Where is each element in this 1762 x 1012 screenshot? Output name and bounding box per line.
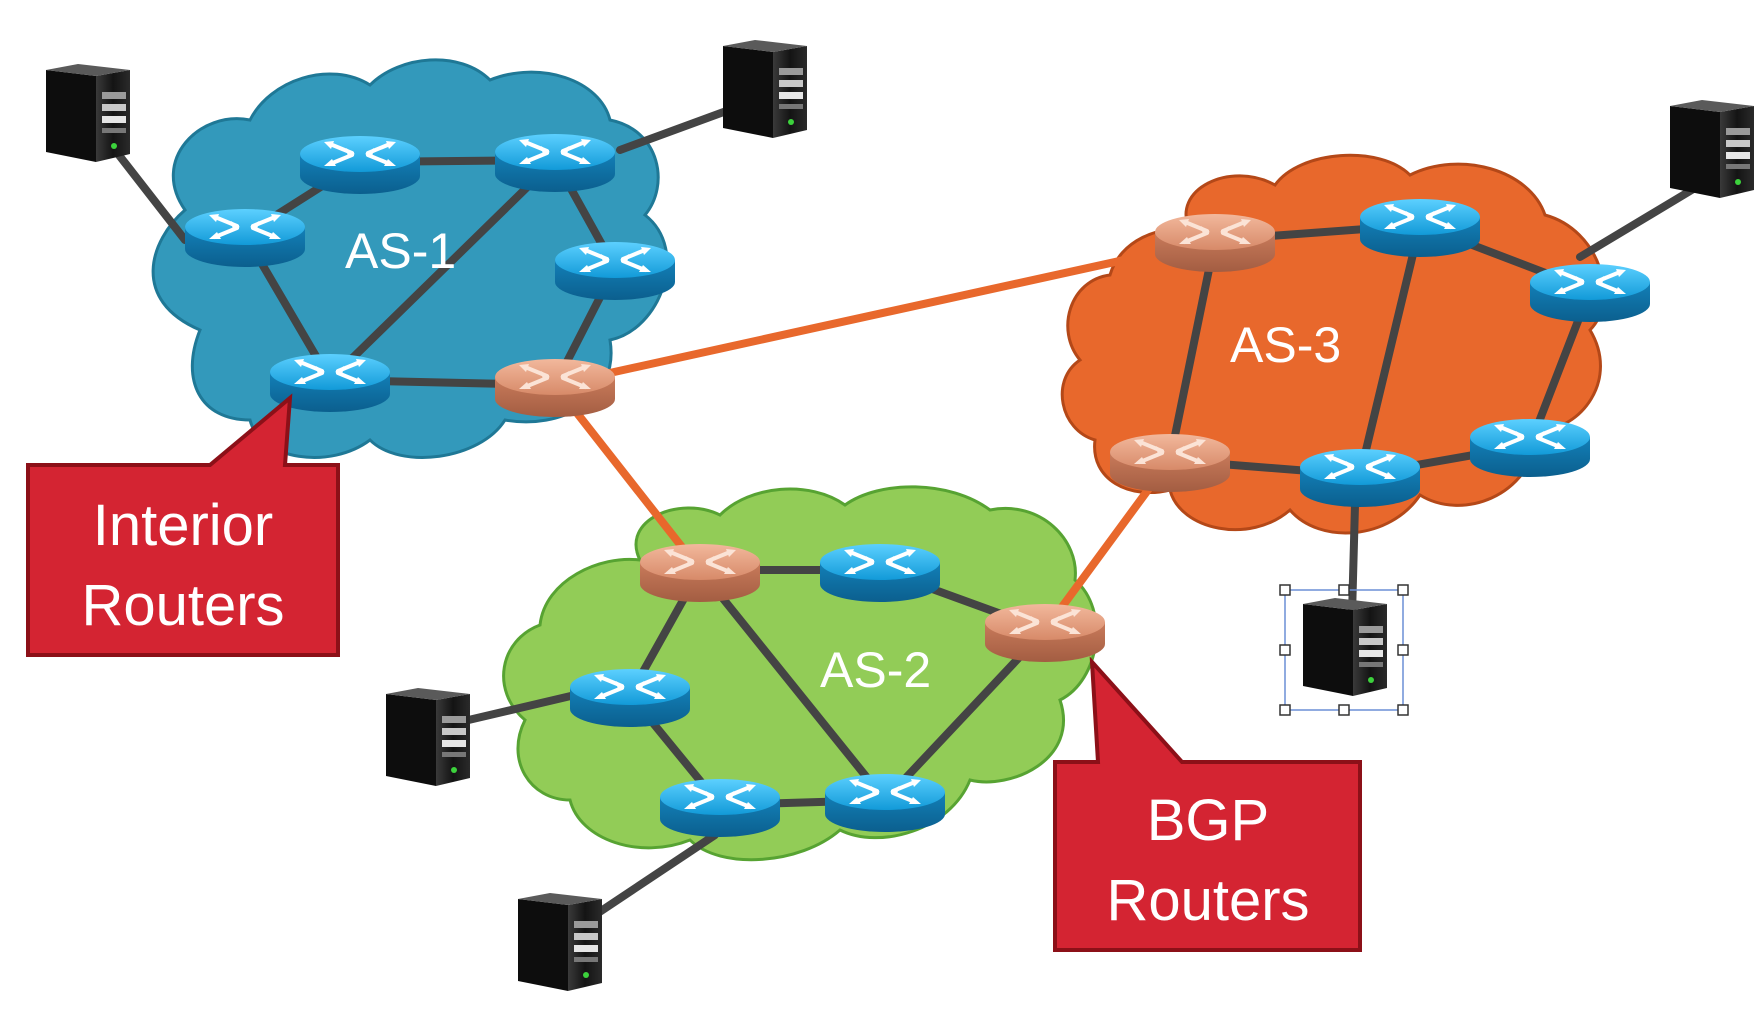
router-as1-topright bbox=[493, 132, 617, 194]
server-icon bbox=[386, 688, 470, 786]
router-as3-bottomright bbox=[1468, 417, 1592, 479]
bgp-router-as1 bbox=[493, 357, 617, 419]
router-as2-top bbox=[818, 542, 942, 604]
router-as2-left bbox=[568, 667, 692, 729]
resize-handle[interactable] bbox=[1279, 644, 1291, 656]
callout-interior-routers: Interior Routers bbox=[26, 393, 340, 657]
resize-handle[interactable] bbox=[1338, 584, 1350, 596]
router-as3-bottom bbox=[1298, 447, 1422, 509]
router-as2-bottomleft bbox=[658, 777, 782, 839]
callout-bgp-line2: Routers bbox=[1106, 868, 1309, 933]
server-icon[interactable] bbox=[1303, 598, 1387, 696]
server-icon bbox=[1670, 100, 1754, 198]
server-icon bbox=[518, 893, 602, 991]
server-icon bbox=[723, 40, 807, 138]
callout-bgp-routers: BGP Routers bbox=[1053, 656, 1362, 952]
as1-label: AS-1 bbox=[345, 223, 456, 279]
as2-label: AS-2 bbox=[820, 642, 931, 698]
router-as3-top bbox=[1358, 197, 1482, 259]
bgp-router-as2-right bbox=[983, 602, 1107, 664]
bgp-router-as2-left bbox=[638, 542, 762, 604]
router-as1-top bbox=[298, 134, 422, 196]
callout-interior-line1: Interior bbox=[93, 493, 274, 558]
router-as1-right bbox=[553, 240, 677, 302]
resize-handle[interactable] bbox=[1397, 584, 1409, 596]
selection-box[interactable] bbox=[1279, 584, 1409, 716]
resize-handle[interactable] bbox=[1279, 704, 1291, 716]
router-as1-left bbox=[183, 207, 307, 269]
callout-bgp-line1: BGP bbox=[1147, 788, 1270, 853]
resize-handle[interactable] bbox=[1397, 704, 1409, 716]
bgp-router-as3-bottom bbox=[1108, 432, 1232, 494]
resize-handle[interactable] bbox=[1338, 704, 1350, 716]
bgp-router-as3-top bbox=[1153, 212, 1277, 274]
callout-interior-line2: Routers bbox=[81, 573, 284, 638]
router-as3-right bbox=[1528, 262, 1652, 324]
resize-handle[interactable] bbox=[1279, 584, 1291, 596]
as3-label: AS-3 bbox=[1230, 317, 1341, 373]
resize-handle[interactable] bbox=[1397, 644, 1409, 656]
server-icon bbox=[46, 64, 130, 162]
router-as2-bottomright bbox=[823, 772, 947, 834]
